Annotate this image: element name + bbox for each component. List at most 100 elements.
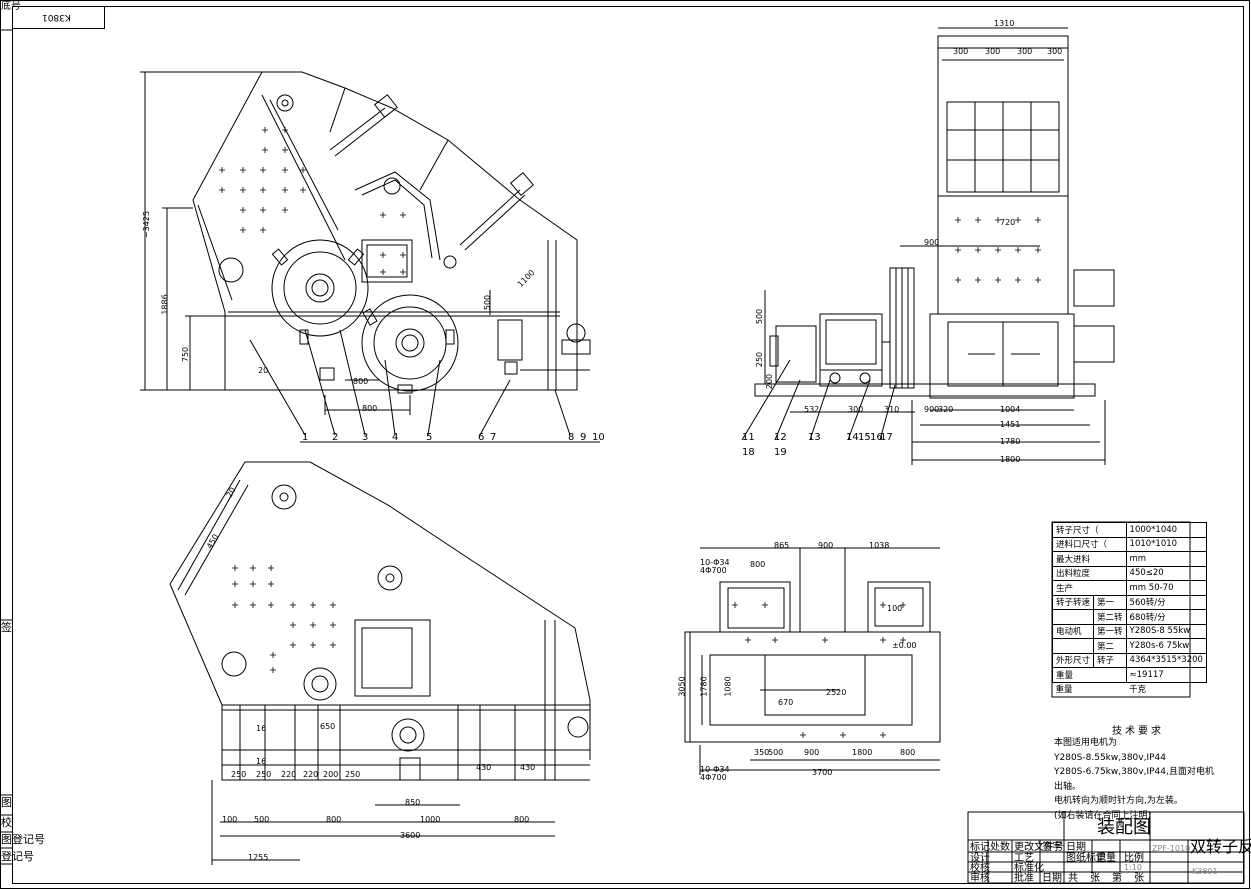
dim-label: 300 <box>985 47 1001 56</box>
dim-label: 16 <box>256 757 267 766</box>
dim-label: 320 <box>938 405 954 414</box>
foundation-view <box>684 547 941 775</box>
dim-label: 800 <box>750 560 766 569</box>
spec-label: 生产 <box>1052 580 1127 596</box>
dim-label: 1255 <box>248 853 269 862</box>
spec-label: 出料粒度 <box>1052 565 1127 581</box>
spec-value: 千克 <box>1129 685 1147 696</box>
spec-label: 电动机 <box>1051 623 1095 639</box>
spec-label: 转子尺寸（ <box>1052 522 1127 538</box>
spec-label: 外形尺寸 <box>1051 652 1095 668</box>
dim-label: 1000 <box>420 815 441 824</box>
dim-label: 1780 <box>1000 437 1021 446</box>
part-balloon: 1 <box>302 432 309 443</box>
drawing-code-bottom: K3801 <box>1192 867 1218 876</box>
dim-label: 3700 <box>812 768 833 777</box>
dim-label: 2520 <box>826 688 847 697</box>
spec-sublabel: 第一 <box>1093 594 1127 610</box>
left-row-1: 图 <box>1 796 12 809</box>
foundation-note: 4Φ700 <box>700 566 727 575</box>
drawing-title: 装配图 <box>1097 817 1151 838</box>
left-sign-label: 签 <box>1 621 12 634</box>
left-row-2: 校 <box>1 816 12 829</box>
tech-note-line: 出轴。 <box>1054 781 1082 792</box>
spec-sublabel: 第二转 <box>1093 609 1127 625</box>
dim-label: 220 <box>303 770 319 779</box>
dim-label: 100 <box>222 815 238 824</box>
title-block-label: 比例 <box>1124 853 1144 864</box>
left-row-3: 图登记号 <box>1 833 45 846</box>
dim-label: 900 <box>924 405 940 414</box>
dim-label: 670 <box>778 698 794 707</box>
spec-label: 转子转速 <box>1051 594 1095 610</box>
part-balloon: 15 <box>858 432 871 443</box>
scale-value: 1:10 <box>1124 863 1142 872</box>
dim-label: ±0.00 <box>892 641 917 650</box>
dim-label: 800 <box>900 748 916 757</box>
left-top-label: 底号 <box>1 1 21 12</box>
dim-label: 850 <box>405 798 421 807</box>
title-block-label: 批准 <box>1014 873 1034 884</box>
dim-label: 1038 <box>869 541 890 550</box>
spec-label: 重量 <box>1055 685 1073 696</box>
title-block-label: 设计 <box>970 853 990 864</box>
title-block-label: 共 <box>1068 873 1078 884</box>
spec-value: mm 50-70 <box>1125 580 1207 596</box>
dim-label: 300 <box>1017 47 1033 56</box>
foundation-note: 4Φ700 <box>700 773 727 782</box>
dim-label: 250 <box>231 770 247 779</box>
part-balloon: 12 <box>774 432 787 443</box>
spec-row: 转子尺寸（1000*1040 <box>1052 522 1207 538</box>
dim-label: 300 <box>953 47 969 56</box>
tech-note-line: Y280S-8.55kw,380v,IP44 <box>1054 752 1167 763</box>
dim-label: 1451 <box>1000 420 1021 429</box>
spec-label <box>1051 638 1095 654</box>
dim-label: 16 <box>256 724 267 733</box>
title-block-label: 审核 <box>970 873 990 884</box>
spec-value: Y280S-8 55kw <box>1125 623 1207 639</box>
dim-label: 800 <box>326 815 342 824</box>
title-block-label: 张 <box>1090 873 1100 884</box>
dim-label: 1004 <box>1000 405 1021 414</box>
tech-note-line: 电机转向为顺时针方向,为左装。 <box>1054 796 1183 806</box>
title-block <box>967 811 1245 884</box>
title-block-label: 张 <box>1134 873 1144 884</box>
title-block-label: 签字 <box>1042 842 1062 853</box>
dim-label: 300 <box>1047 47 1063 56</box>
dim-label: 250 <box>256 770 272 779</box>
spec-value: mm <box>1125 551 1207 567</box>
spec-value: 4364*3515*3200 <box>1125 652 1207 668</box>
part-balloon: 17 <box>880 432 893 443</box>
spec-value: Y280s-6 75kw <box>1125 638 1207 654</box>
dim-label: 430 <box>476 763 492 772</box>
dim-label: ~3425 <box>142 210 152 239</box>
part-balloon: 10 <box>592 432 605 443</box>
dim-label: 200 <box>323 770 339 779</box>
dim-label: 3600 <box>400 831 421 840</box>
spec-sublabel: 第一转 <box>1093 623 1127 639</box>
dim-label: 500 <box>483 294 493 311</box>
spec-row: 重量 千克 <box>1053 682 1207 696</box>
dim-label: 1080 <box>723 676 733 697</box>
title-block-label: 工艺 <box>1014 853 1034 864</box>
dim-label: 1800 <box>852 748 873 757</box>
drawing-name: 双转子反 <box>1190 837 1251 856</box>
part-balloon: 9 <box>580 432 587 443</box>
spec-value: 1010*1010 <box>1125 536 1207 552</box>
spec-row: 进料口尺寸（1010*1010 <box>1052 536 1207 552</box>
tech-note-line: 本图适用电机为 <box>1054 738 1118 748</box>
dim-label: 350 <box>754 748 770 757</box>
title-block-label: 日期 <box>1042 873 1062 884</box>
dim-label: 20 <box>258 366 269 375</box>
part-balloon: 6 <box>478 432 485 443</box>
title-block-label: 重量 <box>1096 853 1116 864</box>
side-view <box>741 27 1115 465</box>
tech-notes-title: 技术要求 <box>1112 726 1164 737</box>
title-block-label: 图纸标记 <box>1066 853 1106 864</box>
